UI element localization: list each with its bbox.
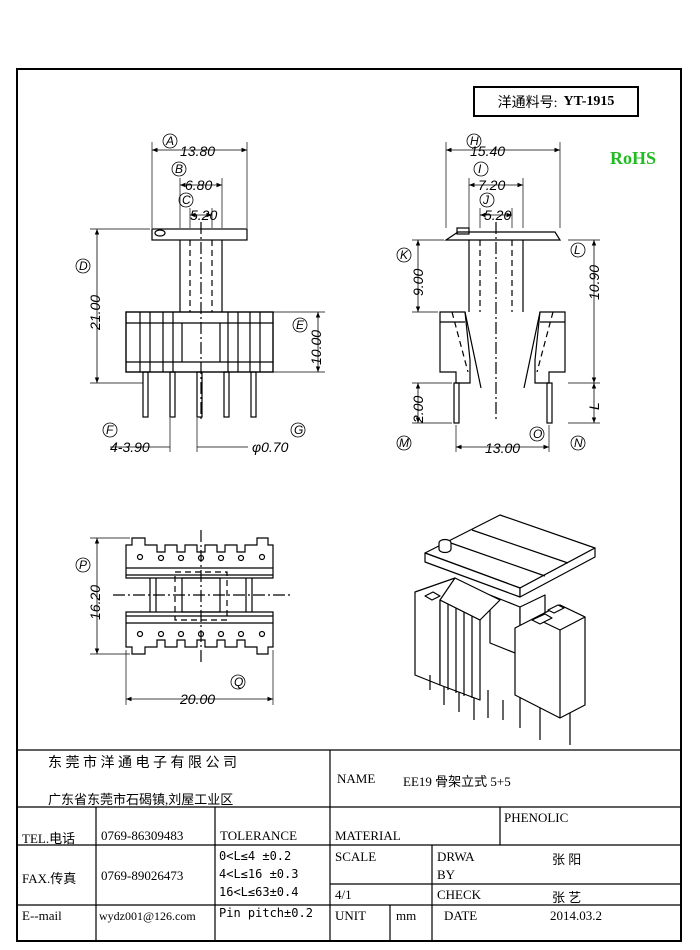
fax-label: FAX.传真	[22, 871, 77, 886]
name-value: EE19 骨架立式 5+5	[403, 774, 511, 789]
tel-label: TEL.电话	[22, 831, 76, 846]
part-number-label: 洋通料号:	[497, 95, 558, 111]
top-view-labels: P Q 16.20 20.00	[79, 558, 243, 707]
side-view-labels: H I J K L M N O	[399, 134, 583, 450]
dim-g: φ0.70	[252, 439, 289, 455]
date-label: DATE	[444, 908, 478, 923]
balloon-e: E	[296, 318, 305, 332]
email-label: E--mail	[22, 908, 62, 923]
dim-d: 21.00	[87, 295, 103, 331]
check-label: CHECK	[437, 887, 482, 902]
balloon-b: B	[175, 162, 183, 176]
date-value: 2014.03.2	[550, 908, 602, 923]
unit-value: mm	[396, 908, 417, 923]
tolerance-row-3: 16<L≤63±0.4	[219, 885, 299, 899]
front-view-labels: A B C D E F G	[79, 134, 305, 437]
tel-value: 0769-86309483	[101, 828, 184, 843]
tolerance-row-4: Pin pitch±0.2	[219, 906, 313, 920]
dim-e: 10.00	[308, 330, 324, 365]
drawn-label-1: DRWA	[437, 849, 475, 864]
unit-label: UNIT	[335, 908, 367, 923]
dim-c: 5.20	[190, 207, 217, 223]
scale-label: SCALE	[335, 849, 377, 864]
drawn-label-2: BY	[437, 867, 456, 882]
front-view-dims: 13.80 6.80 5.20 21.00 10.00 4-3.90 φ0.70	[87, 143, 324, 455]
balloon-d: D	[79, 259, 88, 273]
balloon-f: F	[106, 423, 114, 437]
dim-k: 9.00	[410, 269, 426, 296]
balloon-n: N	[574, 436, 583, 450]
drawn-value: 张 阳	[552, 852, 582, 867]
dim-l: 10.90	[586, 265, 602, 300]
balloon-h: H	[470, 134, 479, 148]
balloon-o: O	[533, 427, 542, 441]
dim-n: L	[586, 402, 602, 410]
dim-j: 5.20	[484, 207, 511, 223]
title-block-grid	[16, 749, 682, 942]
dim-a: 13.80	[180, 143, 215, 159]
balloon-j: J	[482, 193, 490, 207]
balloon-m: M	[399, 436, 409, 450]
balloon-g: G	[294, 423, 303, 437]
dim-m: 2.00	[410, 396, 426, 424]
name-label: NAME	[337, 771, 376, 786]
balloon-i: I	[478, 162, 482, 176]
balloon-p: P	[79, 558, 87, 572]
side-view	[396, 133, 600, 452]
scale-value: 4/1	[335, 887, 352, 902]
tolerance-row-1: 0<L≤4 ±0.2	[219, 849, 292, 863]
tolerance-label: TOLERANCE	[220, 828, 298, 843]
email-value: wydz001@126.com	[99, 909, 196, 923]
balloon-a: A	[165, 134, 174, 148]
dim-b: 6.80	[185, 177, 212, 193]
dim-f: 4-3.90	[110, 439, 150, 455]
top-view	[75, 530, 290, 705]
front-view	[75, 133, 325, 452]
check-value: 张 艺	[552, 890, 582, 905]
balloon-l: L	[574, 243, 581, 257]
material-label: MATERIAL	[335, 828, 401, 843]
company-name: 东 莞 市 洋 通 电 子 有 限 公 司	[48, 756, 237, 771]
rohs-badge: RoHS	[610, 148, 657, 168]
dim-i: 7.20	[478, 177, 505, 193]
balloon-q: Q	[234, 675, 243, 689]
dim-q: 20.00	[179, 691, 215, 707]
material-value: PHENOLIC	[504, 810, 569, 825]
tolerance-row-2: 4<L≤16 ±0.3	[219, 867, 299, 881]
balloon-k: K	[400, 248, 409, 262]
side-view-dims: 15.40 7.20 5.20 9.00 10.90 2.00 L 13.00	[410, 143, 602, 456]
dim-p: 16.20	[87, 585, 103, 620]
fax-value: 0769-89026473	[101, 868, 184, 883]
company-address: 广东省东莞市石碣镇,刘屋工业区	[48, 792, 234, 807]
part-number-box: 洋通料号: YT-1915	[473, 86, 639, 117]
drawing-frame	[16, 68, 682, 942]
part-number-value: YT-1915	[563, 93, 615, 109]
isometric-view	[414, 514, 596, 745]
dim-o: 13.00	[485, 440, 520, 456]
balloon-c: C	[182, 193, 191, 207]
dim-h: 15.40	[470, 143, 505, 159]
